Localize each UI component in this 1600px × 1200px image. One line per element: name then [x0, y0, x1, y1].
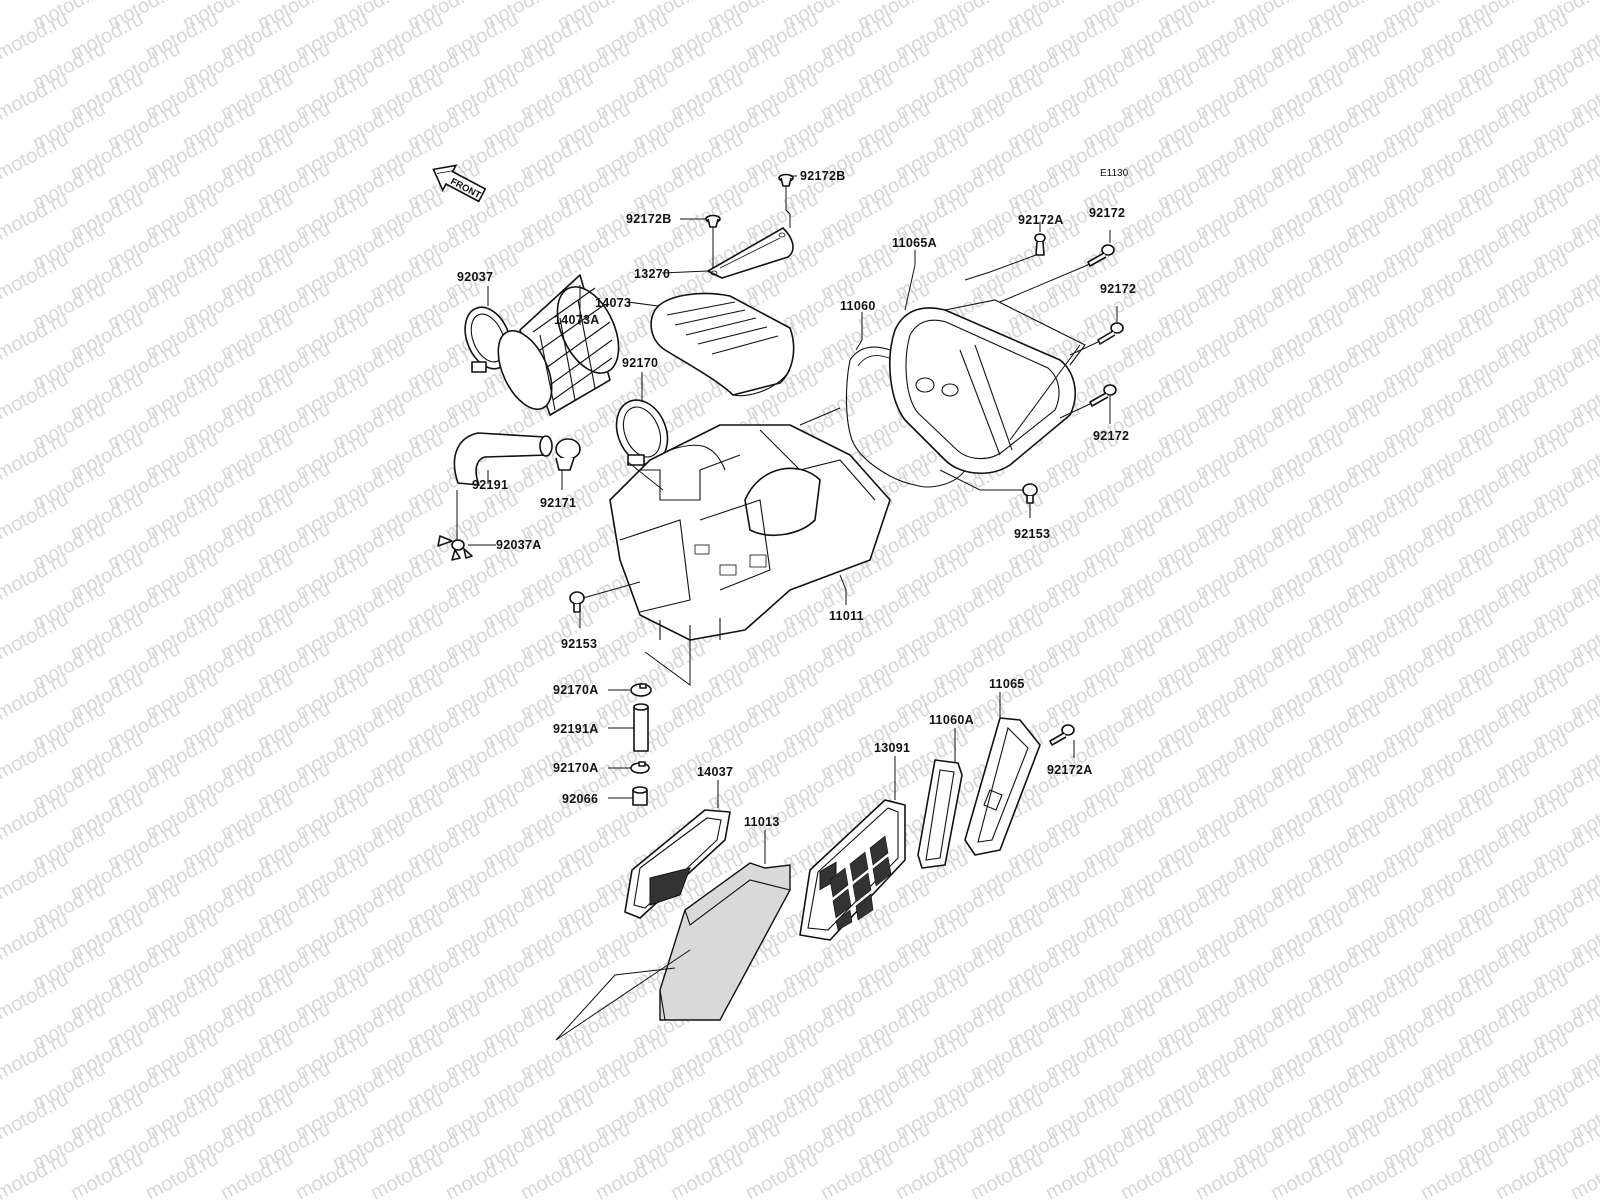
clamp-92170a-top — [630, 683, 652, 697]
label-92172a-top: 92172A — [1018, 213, 1064, 227]
diagram-code: E1130 — [1100, 168, 1129, 179]
label-92172b-mid: 92172B — [626, 212, 672, 226]
label-11060a: 11060A — [929, 713, 974, 727]
label-11013: 11013 — [744, 815, 780, 829]
label-13091: 13091 — [874, 741, 910, 755]
label-14037: 14037 — [697, 765, 733, 779]
duct-14073 — [650, 292, 795, 397]
clamp-92171 — [555, 438, 581, 471]
label-92172-a: 92172 — [1089, 206, 1125, 220]
label-92171: 92171 — [540, 496, 576, 510]
label-92172a-bottom: 92172A — [1047, 763, 1093, 777]
cover-11065a — [889, 299, 1086, 475]
label-13270: 13270 — [634, 267, 670, 281]
tube-92191a — [633, 703, 649, 752]
label-92066: 92066 — [562, 792, 598, 806]
label-11060: 11060 — [840, 299, 876, 313]
label-92153-left: 92153 — [561, 637, 597, 651]
label-14073: 14073 — [595, 296, 631, 310]
label-92191: 92191 — [472, 478, 508, 492]
label-92037: 92037 — [457, 270, 493, 284]
cap-92066 — [632, 786, 648, 806]
label-92172b-top: 92172B — [800, 169, 846, 183]
label-92170: 92170 — [622, 356, 658, 370]
label-92170a-top: 92170A — [553, 683, 599, 697]
label-11065: 11065 — [989, 677, 1025, 691]
label-92172-b: 92172 — [1100, 282, 1136, 296]
label-14073a: 14073A — [554, 313, 600, 327]
label-11011: 11011 — [829, 609, 864, 623]
screw-92172a-top — [1034, 233, 1046, 256]
clamp-92170a-bottom — [630, 761, 650, 774]
label-92191a: 92191A — [553, 722, 599, 736]
label-92170a-bottom: 92170A — [553, 761, 599, 775]
label-11065a: 11065A — [892, 236, 937, 250]
label-92153-right: 92153 — [1014, 527, 1050, 541]
label-92037a: 92037A — [496, 538, 542, 552]
label-92172-c: 92172 — [1093, 429, 1129, 443]
